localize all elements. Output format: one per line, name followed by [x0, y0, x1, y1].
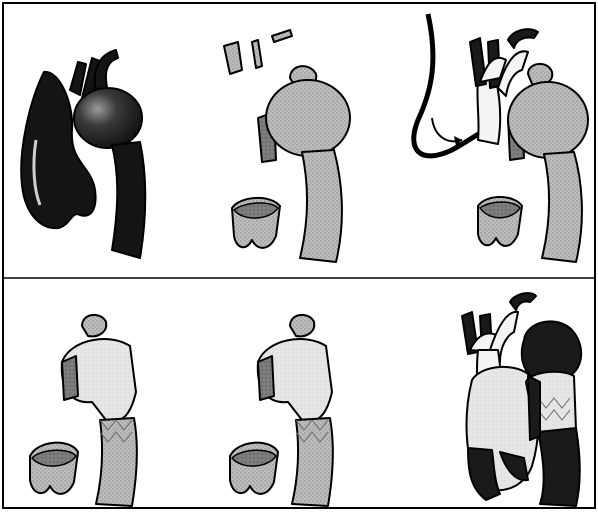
panel-1-intact-aorta	[21, 50, 145, 258]
panel-5-stent-graft	[230, 315, 333, 506]
panel-3-branch-graft	[414, 14, 588, 262]
panel-6-completed-repair	[462, 293, 581, 506]
panel-2-resected	[224, 30, 350, 262]
panel-4-stent-graft	[30, 315, 137, 506]
